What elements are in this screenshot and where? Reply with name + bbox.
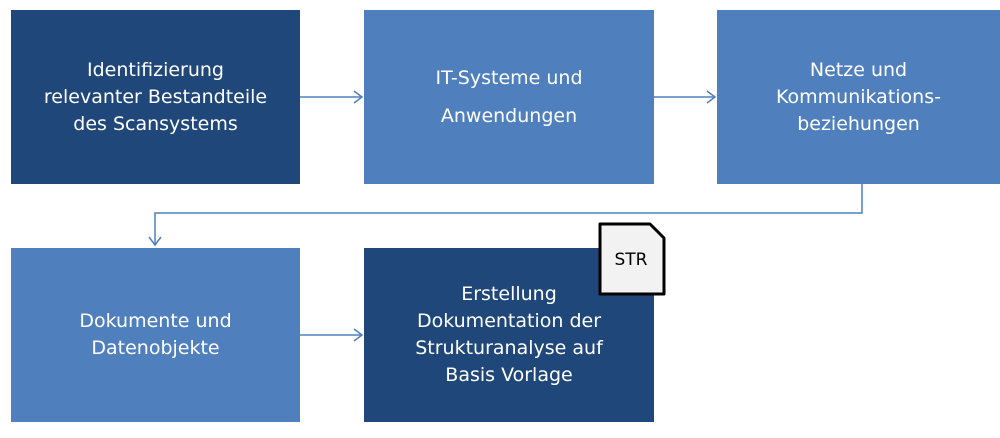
step-it-systems: IT-Systeme und Anwendungen	[364, 10, 654, 184]
arrowhead-networks-to-documents	[148, 236, 162, 247]
step-identify: Identifizierung relevanter Bestandteile …	[11, 10, 300, 184]
arrow-networks-to-documents	[154, 184, 863, 245]
step-identify-label: Identifizierung relevanter Bestandteile …	[43, 58, 268, 135]
arrowhead-it-to-networks	[706, 90, 717, 104]
step-it-systems-label: IT-Systeme und Anwendungen	[435, 67, 583, 127]
arrowhead-documents-to-documentation	[353, 328, 364, 342]
arrowhead-identify-to-it	[353, 90, 364, 104]
step-networks-label: Netze und Kommunikations- beziehungen	[776, 58, 941, 135]
step-networks: Netze und Kommunikations- beziehungen	[717, 10, 1000, 184]
document-badge-label: STR	[614, 250, 648, 270]
step-documents: Dokumente und Datenobjekte	[11, 248, 300, 422]
step-documents-label: Dokumente und Datenobjekte	[79, 310, 232, 359]
step-documentation-label: Erstellung Dokumentation der Strukturana…	[415, 283, 603, 386]
document-icon	[598, 222, 666, 296]
